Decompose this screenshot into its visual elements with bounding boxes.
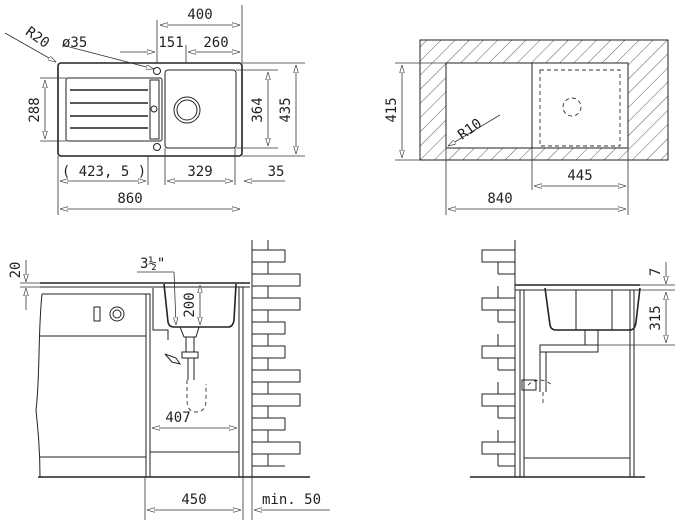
dim-329: 329 [187,164,212,180]
dim-35: 35 [268,164,285,180]
dim-407: 407 [165,410,190,426]
bowl [164,69,237,149]
brick-wall [251,240,301,477]
dim-hole-diameter: ø35 [62,35,87,51]
dim-waste-size: 3½" [140,256,165,272]
cabinet-side [238,286,244,478]
drainer [65,77,163,142]
plan-view: 400 R20 ø35 151 260 288 364 435 ( 423, 5… [4,5,305,215]
sink-bowl-section [163,283,237,328]
dim-450: 450 [181,492,206,508]
side-view-left: 20 3½" 200 407 450 min. 50 [8,240,330,520]
dim-840: 840 [487,191,512,207]
dim-20: 20 [8,262,24,279]
dishwasher [35,293,147,478]
brick-wall [481,240,516,477]
dim-315: 315 [648,305,664,330]
dim-415: 415 [384,97,400,122]
cutout-view: 415 R10 445 840 [384,39,669,215]
dim-min-50: min. 50 [262,492,321,508]
dim-860: 860 [117,191,142,207]
dim-r20: R20 [22,24,52,52]
dim-151: 151 [158,35,183,51]
sink-outline [57,62,243,157]
dim-7: 7 [648,268,664,276]
side-view-right: 7 315 [470,240,675,478]
dim-445: 445 [567,168,592,184]
sink-bowl-section [544,287,641,331]
dim-435: 435 [278,97,294,122]
dim-400: 400 [187,7,212,23]
dim-260: 260 [203,35,228,51]
waste-pipe [179,326,200,380]
dim-200: 200 [182,292,198,317]
drain-icon [173,96,201,124]
dim-364: 364 [250,97,266,122]
dim-423-5: ( 423, 5 ) [62,164,146,180]
cabinet-side [145,293,151,478]
drainer-grooves [70,89,148,129]
overflow [149,79,160,140]
countertop-hatched [419,39,669,161]
tap-hole [153,67,161,75]
dim-288: 288 [27,97,43,122]
